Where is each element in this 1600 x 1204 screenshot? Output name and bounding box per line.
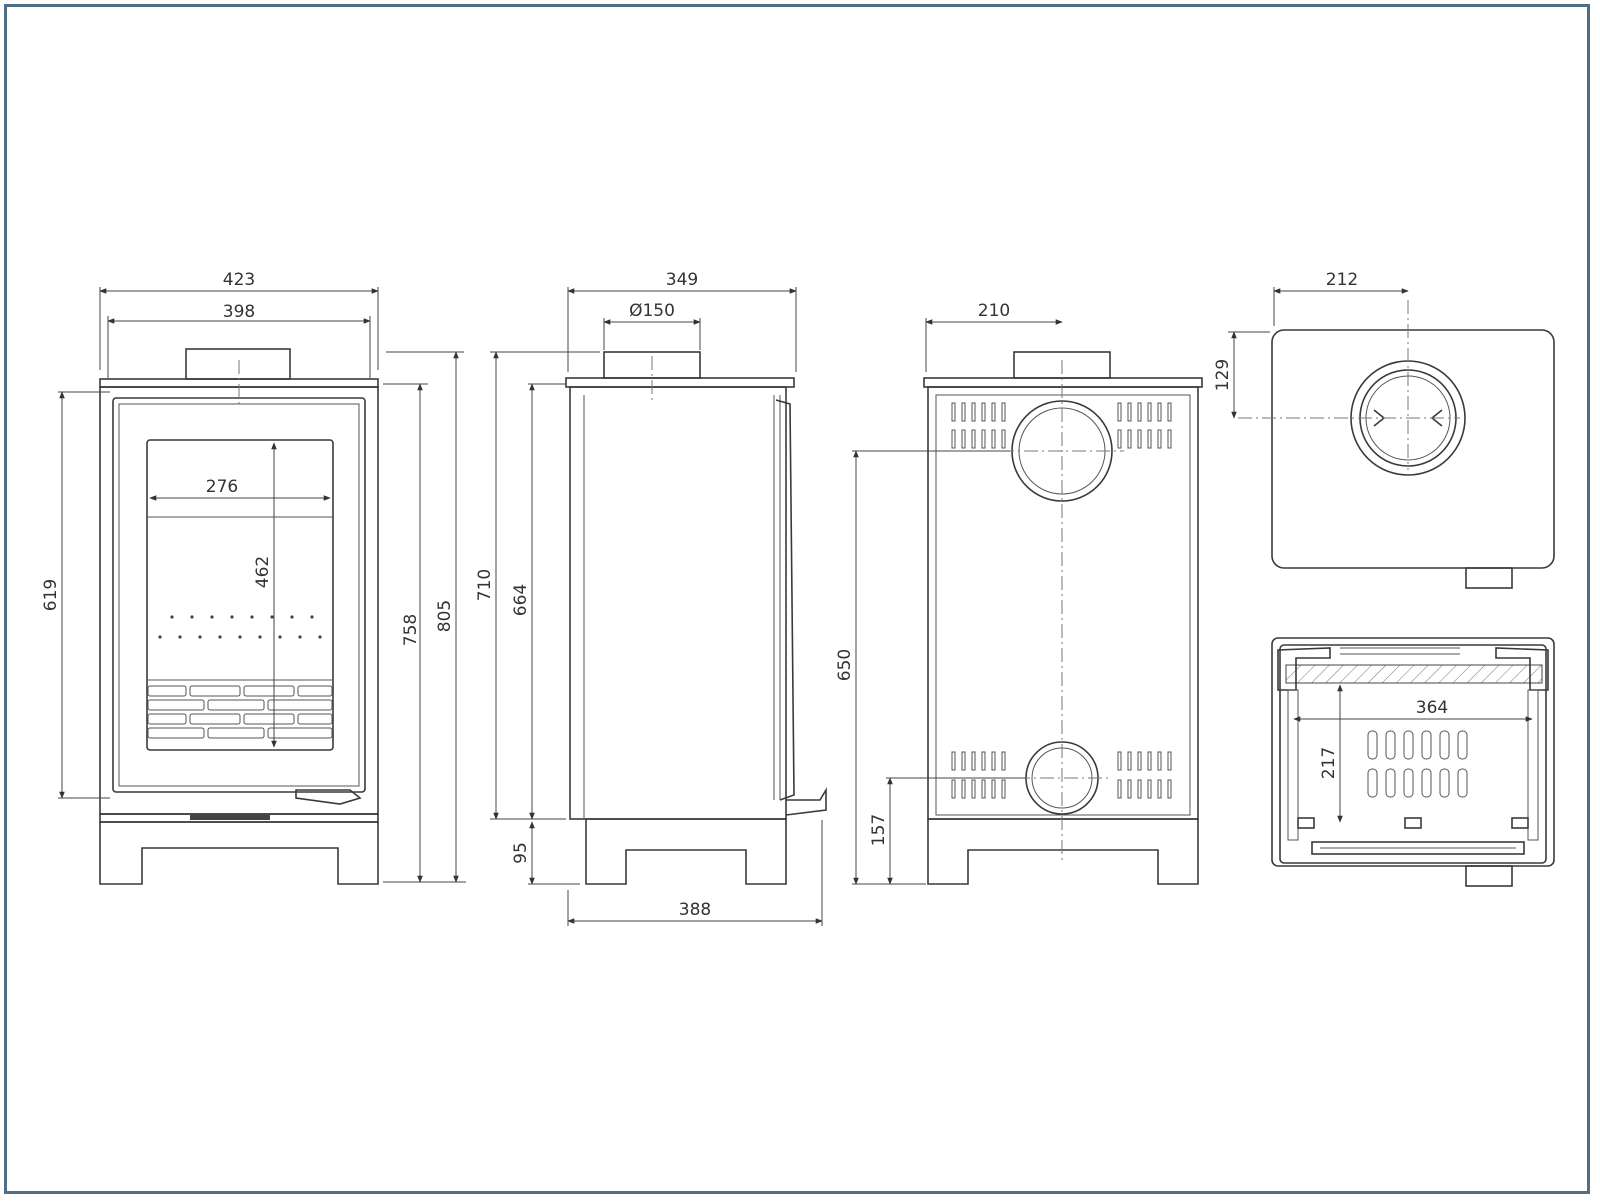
dim-side-body-height: 664	[511, 584, 531, 616]
section-corner-right	[1495, 647, 1549, 691]
section-view: 364 217	[1271, 637, 1555, 887]
front-door-inner	[118, 403, 360, 787]
side-body	[569, 386, 787, 820]
side-door-edge	[775, 399, 795, 801]
dim-front-glass-height: 462	[253, 556, 273, 588]
side-top-plate	[565, 377, 795, 388]
dim-side-leg-height: 95	[511, 842, 531, 864]
dim-rear-top-outlet-height: 650	[835, 649, 855, 681]
front-door-handle	[295, 789, 362, 805]
front-flue-collar	[185, 348, 291, 380]
rear-view: 210 650 157	[835, 301, 1203, 885]
front-air-slot	[190, 815, 270, 820]
section-handle-stub	[1465, 865, 1513, 887]
section-door-edge	[1311, 841, 1525, 855]
dim-side-base-depth: 388	[679, 900, 711, 920]
dim-front-body-height: 758	[401, 614, 421, 646]
side-door-handle	[785, 787, 827, 816]
section-air-slots	[1367, 730, 1468, 798]
front-base	[99, 821, 379, 885]
dim-front-glass-width: 276	[206, 477, 238, 497]
rear-vents	[951, 402, 1172, 799]
dim-section-inner-width: 364	[1416, 698, 1448, 718]
dim-front-door-height: 619	[41, 579, 61, 611]
side-base	[585, 818, 787, 885]
dim-side-flue-height: 710	[475, 569, 495, 601]
dim-side-flue-diameter: Ø150	[629, 301, 675, 321]
section-corner-left	[1277, 647, 1331, 691]
dim-rear-bottom-outlet-height: 157	[869, 814, 889, 846]
top-plate-outline	[1271, 329, 1555, 569]
dim-side-depth: 349	[666, 270, 698, 290]
front-door	[112, 397, 366, 793]
top-view: 212 129	[1213, 270, 1555, 589]
front-view: 423 398 276 462 619 758 805	[41, 270, 466, 885]
rear-panel	[935, 394, 1191, 816]
side-view: 349 Ø150 710 664 95 388	[475, 270, 827, 926]
rear-top-plate	[923, 377, 1203, 388]
dim-top-flue-offset-x: 212	[1326, 270, 1358, 290]
drawing-frame	[4, 4, 1590, 1194]
dim-section-inner-depth: 217	[1319, 747, 1339, 779]
front-glass	[146, 439, 334, 751]
front-air-holes	[158, 615, 322, 639]
section-baffle	[1285, 664, 1543, 684]
rear-base	[927, 818, 1199, 885]
dim-front-overall-width: 423	[223, 270, 255, 290]
dim-front-top-width: 398	[223, 302, 255, 322]
top-handle-stub	[1465, 567, 1513, 589]
dim-front-overall-height: 805	[435, 600, 455, 632]
front-grate	[147, 685, 333, 739]
section-outline	[1271, 637, 1555, 867]
dim-top-flue-offset-y: 129	[1213, 359, 1233, 391]
dim-rear-flue-offset: 210	[978, 301, 1010, 321]
